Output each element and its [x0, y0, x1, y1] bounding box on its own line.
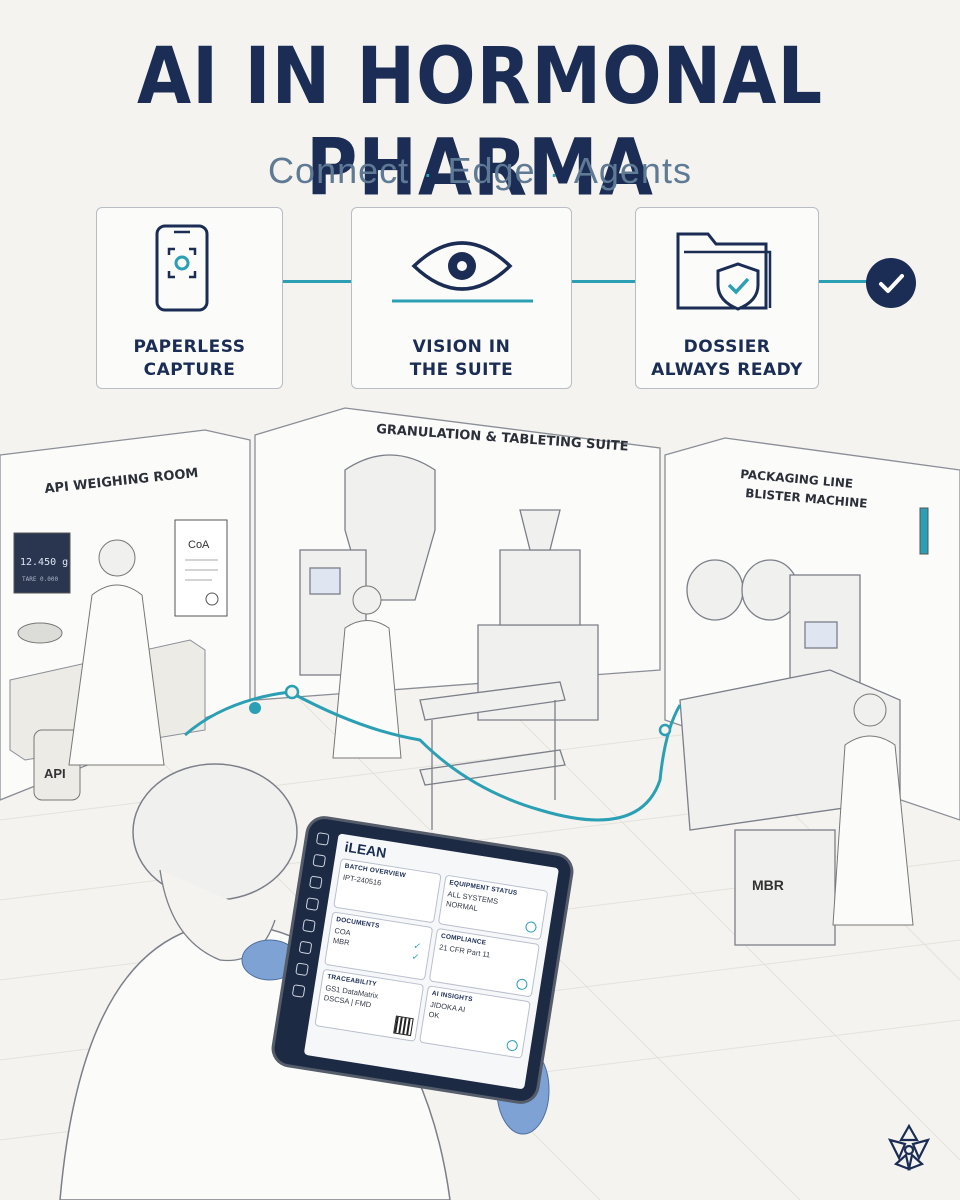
check-circle-icon	[866, 258, 916, 308]
tablet-press	[499, 549, 581, 626]
tagline-agents: Agents	[573, 150, 692, 191]
check-icon: ✓	[410, 952, 420, 964]
operator-granulation	[332, 585, 402, 759]
phone-scan-icon	[155, 224, 209, 312]
tile-documents[interactable]: DOCUMENTS COA MBR ✓ ✓	[324, 911, 434, 981]
mbr-cart-label: MBR	[752, 877, 784, 893]
weighing-bowl	[17, 622, 63, 644]
coa-sign	[174, 519, 228, 617]
foil-roll	[686, 559, 744, 621]
operator-weighing	[68, 539, 165, 766]
nav-icon[interactable]	[298, 940, 313, 955]
nav-icon[interactable]	[302, 918, 316, 933]
tagline-separator: ·	[423, 158, 434, 189]
fluid-bed-dryer	[344, 454, 436, 601]
nav-home-icon[interactable]	[315, 832, 330, 846]
nav-icon[interactable]	[291, 984, 306, 998]
tagline: Connect · Edge · Agents	[0, 150, 960, 192]
compliance-check-icon	[515, 978, 529, 991]
eye-icon	[392, 241, 533, 303]
network-node	[249, 702, 261, 714]
datamatrix-icon	[393, 1015, 414, 1037]
stack-light	[919, 507, 929, 555]
flower-logo-icon	[887, 1123, 931, 1171]
tile-ai-insights[interactable]: AI INSIGHTS JIDOKA AI OK	[419, 985, 531, 1059]
operator-packaging	[832, 693, 914, 926]
blister-hmi-screen	[804, 621, 838, 649]
coa-label: CoA	[188, 539, 210, 551]
scale-reading: 12.450 g	[20, 557, 68, 568]
tagline-connect: Connect	[268, 150, 410, 191]
tagline-edge: Edge	[447, 150, 536, 191]
connector-line	[282, 280, 352, 283]
ai-check-icon	[505, 1039, 519, 1052]
data-network-line	[184, 690, 682, 822]
status-check-icon	[524, 920, 538, 934]
nav-icon[interactable]	[308, 875, 323, 890]
tablet-device: iLEAN BATCH OVERVIEW IPT-240516 EQUIPMEN…	[272, 816, 573, 1104]
network-node	[658, 723, 672, 737]
api-jar-label: API	[44, 766, 66, 781]
connector-line	[818, 280, 868, 283]
scale-tare: TARE 0.000	[22, 576, 59, 583]
connector-line	[571, 280, 636, 283]
hopper	[519, 509, 561, 551]
trolley-shelf	[419, 749, 566, 786]
page-title: AI IN HORMONAL PHARMA	[136, 30, 824, 214]
scale-display-panel	[13, 532, 71, 594]
tile-traceability[interactable]: TRACEABILITY GS1 DataMatrix DSCSA | FMD	[314, 968, 425, 1042]
hmi-screen	[309, 567, 341, 595]
tablet-screen: iLEAN BATCH OVERVIEW IPT-240516 EQUIPMEN…	[303, 833, 560, 1090]
coa-check-icon	[205, 592, 219, 606]
nav-icon[interactable]	[295, 962, 309, 977]
nav-icon[interactable]	[305, 897, 320, 911]
network-node	[284, 684, 300, 700]
tagline-separator: ·	[549, 158, 560, 189]
check-icon: ✓	[412, 941, 422, 953]
nav-icon[interactable]	[312, 853, 327, 868]
app-brand: iLEAN	[343, 838, 388, 861]
trolley-top	[419, 681, 566, 721]
mbr-cart	[734, 829, 836, 946]
folder-shield-icon	[676, 232, 772, 311]
